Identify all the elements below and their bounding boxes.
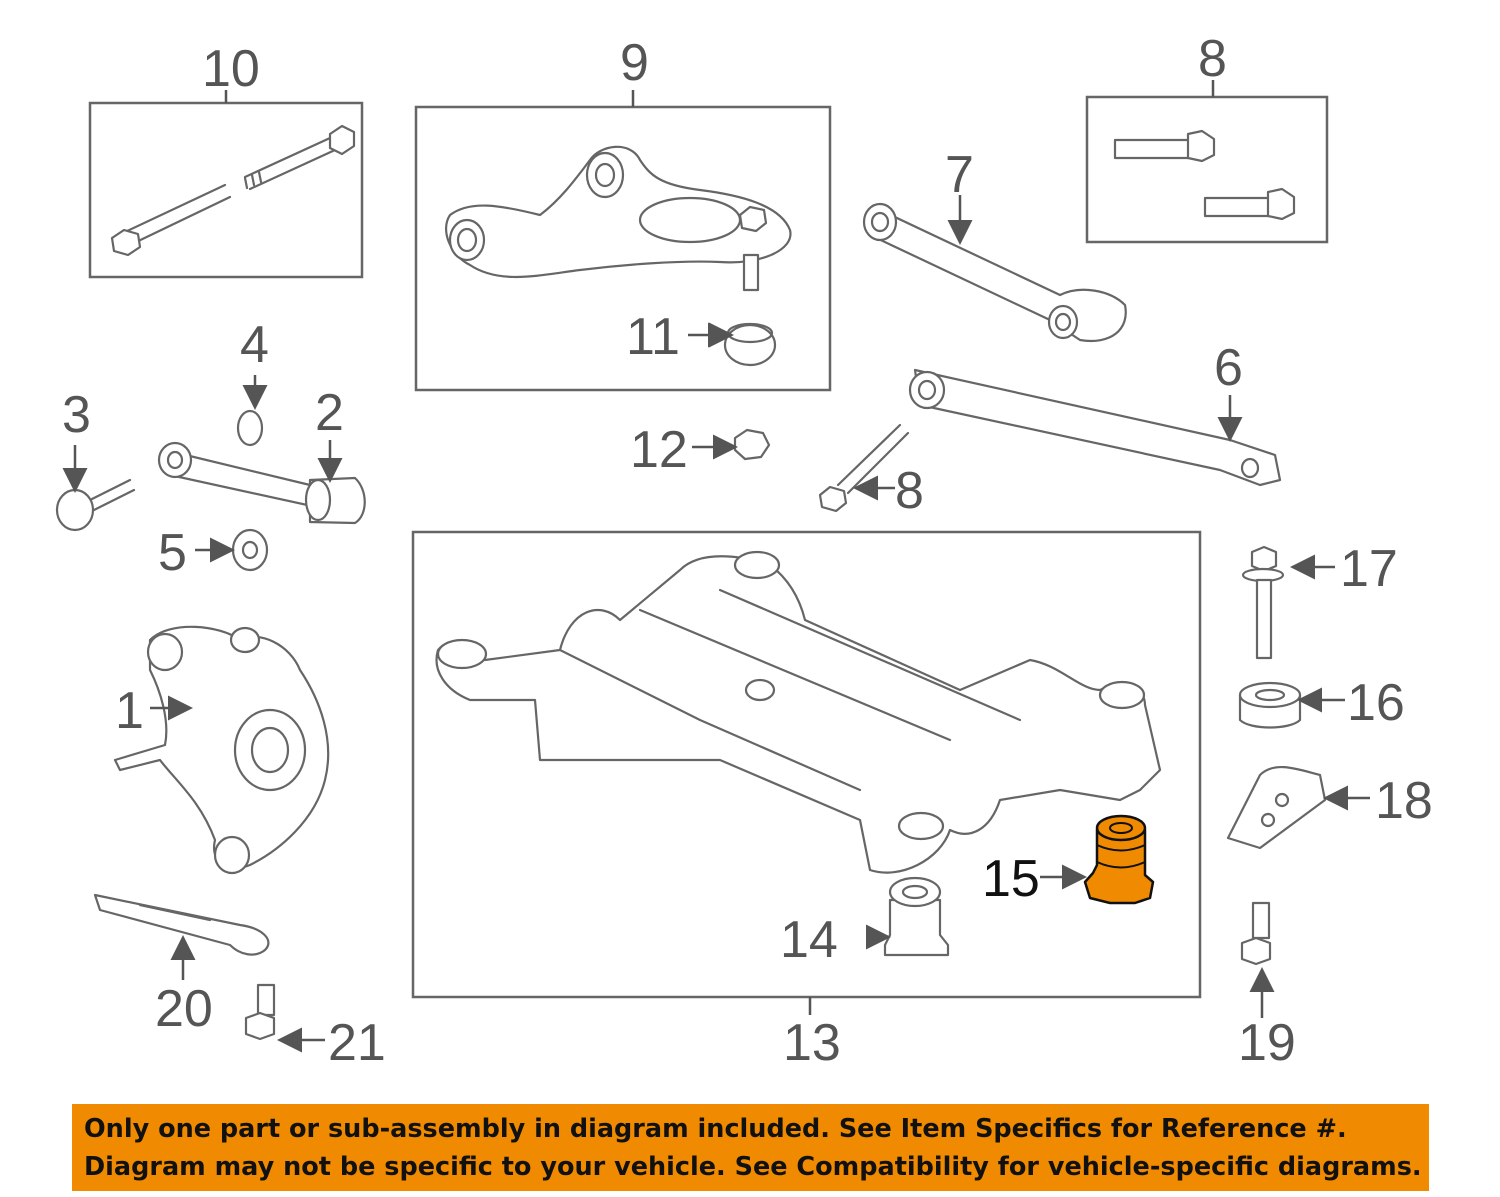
part-19-bolt	[1240, 901, 1272, 966]
callout-11: 11	[626, 308, 680, 366]
part-7-lateral-arm	[862, 202, 1127, 343]
disclaimer-line-2: Diagram may not be specific to your vehi…	[84, 1152, 1422, 1182]
callout-13: 13	[783, 1014, 841, 1072]
group-box-9	[414, 105, 832, 392]
part-17-bolt	[1241, 545, 1285, 660]
callout-9: 9	[620, 34, 649, 92]
part-10-bolts	[110, 124, 356, 257]
part-18-plate	[1226, 766, 1327, 850]
part-5-washer	[231, 528, 269, 572]
callout-5: 5	[158, 524, 187, 582]
callout-18: 18	[1375, 772, 1433, 830]
part-20-bracket	[93, 893, 270, 956]
callout-14: 14	[780, 911, 838, 969]
callout-15: 15	[982, 850, 1040, 908]
disclaimer-line-1: Only one part or sub-assembly in diagram…	[84, 1114, 1347, 1144]
part-1-knuckle	[113, 625, 330, 875]
callout-12: 12	[630, 421, 688, 479]
callout-16: 16	[1347, 674, 1405, 732]
group-box-13	[411, 530, 1202, 999]
callout-3: 3	[62, 386, 91, 444]
part-15-bushing-highlighted[interactable]	[1083, 814, 1155, 905]
callout-21: 21	[328, 1014, 386, 1072]
part-8-bolts	[1113, 129, 1296, 221]
part-4-washer	[236, 409, 264, 447]
disclaimer-banner: Only one part or sub-assembly in diagram…	[72, 1104, 1429, 1191]
callout-4: 4	[240, 316, 269, 374]
callout-8-top: 8	[1198, 30, 1227, 88]
group-box-8	[1085, 95, 1329, 244]
callout-17: 17	[1340, 540, 1398, 598]
callout-1: 1	[115, 682, 144, 740]
part-13-subframe	[435, 550, 1162, 874]
part-2-arm	[157, 441, 366, 525]
part-3-cam-bolt	[55, 478, 136, 532]
callout-7: 7	[945, 146, 974, 204]
part-12-nut	[733, 428, 771, 461]
callout-10: 10	[202, 40, 260, 98]
part-16-bushing	[1238, 681, 1302, 729]
callout-8-mid: 8	[895, 462, 924, 520]
part-6-lower-arm	[908, 368, 1282, 487]
part-21-bolt	[244, 983, 276, 1041]
callout-19: 19	[1238, 1014, 1296, 1072]
callout-2: 2	[315, 384, 344, 442]
part-14-bushing	[883, 876, 950, 957]
part-11-bushing	[723, 322, 777, 367]
callout-6: 6	[1214, 339, 1243, 397]
callout-20: 20	[155, 980, 213, 1038]
part-9-upper-control-arm	[445, 145, 792, 292]
